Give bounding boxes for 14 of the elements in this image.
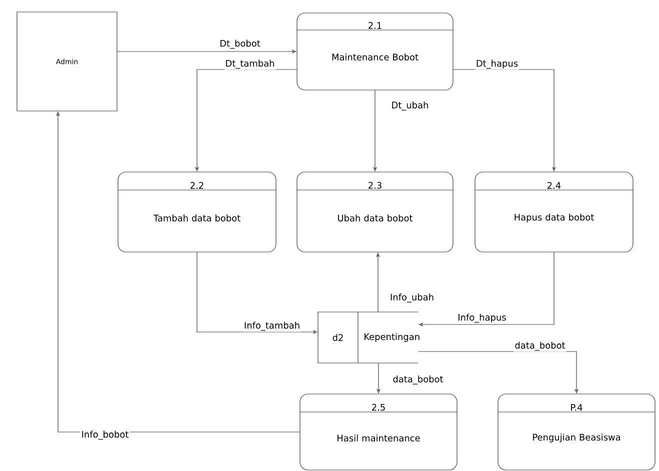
edge-label: data_bobot [392, 374, 444, 386]
edge-label: Info_ubah [389, 292, 435, 304]
edge-label: Dt_tambah [224, 58, 276, 70]
process-box: 2.1 Maintenance Bobot [296, 12, 454, 90]
process-box: 2.2 Tambah data bobot [118, 172, 276, 252]
process-box: 2.5 Hasil maintenance [300, 394, 458, 470]
edge-label: Info_hapus [456, 312, 508, 324]
process-box: P.4 Pengujian Beasiswa [498, 394, 656, 470]
process-box: 2.4 Hapus data bobot [474, 172, 634, 252]
edge-label: Dt_ubah [390, 100, 430, 112]
edge-label: data_bobot [514, 340, 566, 352]
process-box: 2.3 Ubah data bobot [296, 172, 454, 252]
data-store: d2 Kepentingan [318, 312, 420, 364]
edge-label: Dt_bobot [218, 38, 262, 50]
